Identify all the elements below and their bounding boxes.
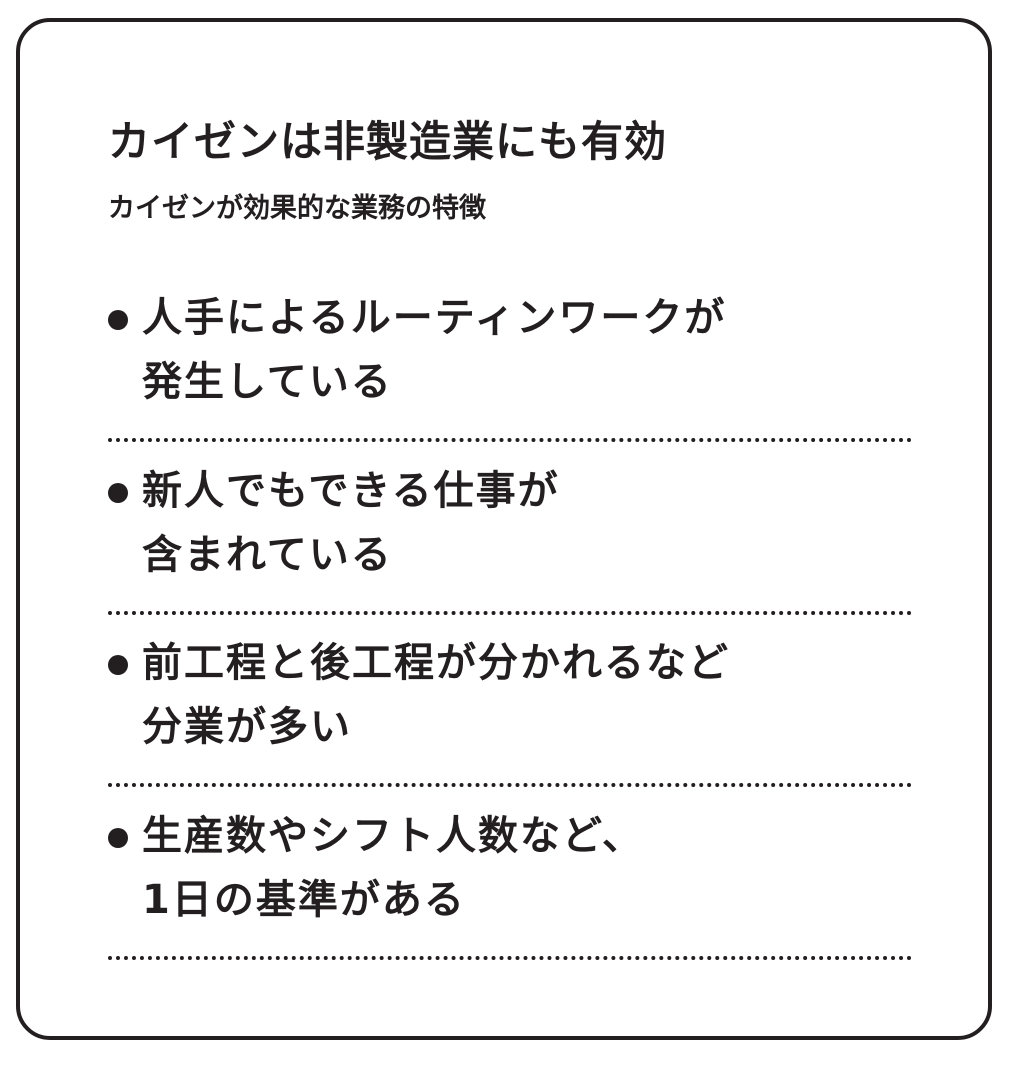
list-item: 前工程と後工程が分かれるなど分業が多い xyxy=(108,631,912,787)
item-line: 含まれている xyxy=(142,532,393,578)
item-line: 前工程と後工程が分かれるなど xyxy=(142,640,730,686)
item-line: 発生している xyxy=(142,359,393,405)
list-item: 新人でもできる仕事が含まれている xyxy=(108,459,912,615)
bullet-icon xyxy=(108,483,128,503)
bullet-icon xyxy=(108,828,128,848)
bullet-icon xyxy=(108,310,128,330)
item-line: 人手によるルーティンワークが xyxy=(142,295,727,341)
card-frame xyxy=(16,18,992,1040)
list-item: 人手によるルーティンワークが発生している xyxy=(108,286,912,442)
item-line: 新人でもできる仕事が xyxy=(142,468,560,514)
item-line: 1日の基準がある xyxy=(142,877,466,923)
page-title: カイゼンは非製造業にも有効 xyxy=(108,117,668,166)
divider xyxy=(108,438,912,442)
divider xyxy=(108,783,912,787)
list-item: 生産数やシフト人数など、 1日の基準がある xyxy=(108,804,912,960)
page-subtitle: カイゼンが効果的な業務の特徴 xyxy=(108,193,486,224)
item-line: 生産数やシフト人数など、 xyxy=(142,813,644,859)
bullet-icon xyxy=(108,655,128,675)
divider xyxy=(108,611,912,615)
item-line: 分業が多い xyxy=(142,704,352,750)
divider xyxy=(108,956,912,960)
